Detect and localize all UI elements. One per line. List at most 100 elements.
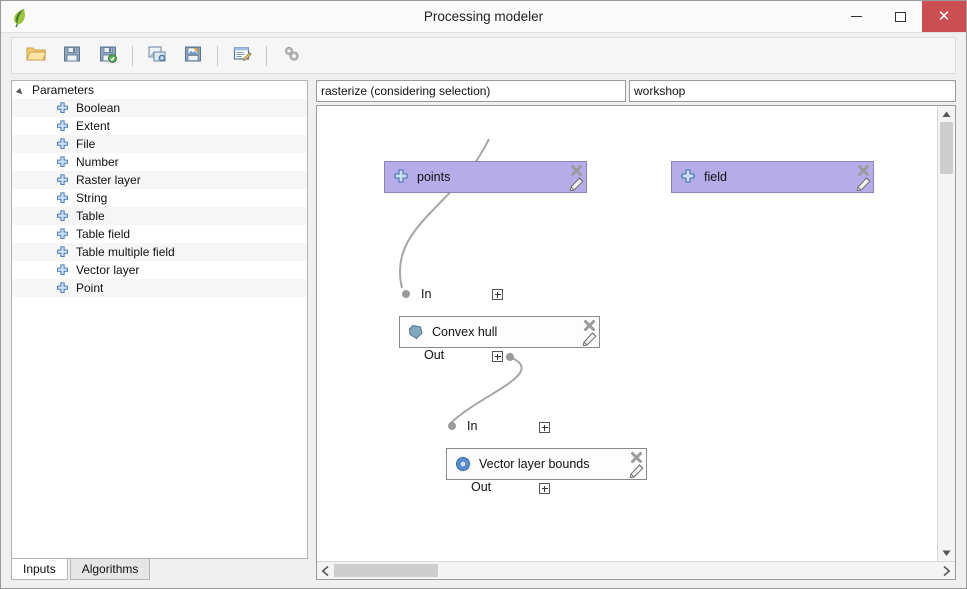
tab-inputs[interactable]: Inputs	[11, 559, 68, 580]
bounds-in-expand-button[interactable]	[539, 422, 550, 433]
tree-item-boolean[interactable]: Boolean	[12, 99, 307, 117]
remove-icon[interactable]	[857, 164, 870, 177]
remove-icon[interactable]	[570, 164, 583, 177]
folder-open-icon	[26, 45, 47, 66]
model-node-field[interactable]: field	[671, 161, 874, 193]
edit-pencil-icon[interactable]	[856, 177, 871, 191]
bounds-out-label: Out	[471, 480, 492, 494]
save-model-button[interactable]	[56, 41, 88, 71]
tree-item-string[interactable]: String	[12, 189, 307, 207]
minimize-button[interactable]	[834, 1, 878, 32]
scroll-down-button[interactable]	[938, 545, 955, 561]
model-group-input[interactable]	[629, 80, 956, 102]
tree-item-table-multiple-field[interactable]: Table multiple field	[12, 243, 307, 261]
model-node-label: Vector layer bounds	[479, 457, 590, 471]
tree-item-vector-layer[interactable]: Vector layer	[12, 261, 307, 279]
edit-help-icon	[233, 45, 252, 66]
close-icon: ✕	[937, 7, 951, 25]
model-canvas-container: points	[316, 105, 956, 580]
edit-pencil-icon[interactable]	[569, 177, 584, 191]
node-tools	[575, 317, 599, 347]
remove-icon[interactable]	[630, 451, 643, 464]
plus-icon	[56, 137, 69, 151]
tree-item-label: Boolean	[76, 101, 121, 115]
run-model-button[interactable]	[275, 41, 307, 71]
export-pdf-button[interactable]	[177, 41, 209, 71]
tree-item-label: Number	[76, 155, 119, 169]
connector-endpoint	[448, 422, 456, 430]
vertical-scroll-thumb[interactable]	[940, 122, 953, 174]
edit-pencil-icon[interactable]	[582, 332, 597, 346]
save-model-as-button[interactable]	[92, 41, 124, 71]
tree-item-table-field[interactable]: Table field	[12, 225, 307, 243]
canvas-row: points	[317, 106, 955, 561]
toolbar-separator	[132, 45, 133, 66]
tree-item-raster-layer[interactable]: Raster layer	[12, 171, 307, 189]
tree-item-label: String	[76, 191, 108, 205]
model-node-vector-layer-bounds[interactable]: Vector layer bounds	[446, 448, 647, 480]
close-button[interactable]: ✕	[922, 1, 966, 32]
maximize-button[interactable]	[878, 1, 922, 32]
model-canvas[interactable]: points	[317, 106, 937, 561]
window-controls: ✕	[834, 1, 966, 32]
export-image-button[interactable]	[141, 41, 173, 71]
tree-item-file[interactable]: File	[12, 135, 307, 153]
model-node-convex-hull[interactable]: Convex hull	[399, 316, 600, 348]
scroll-right-button[interactable]	[938, 562, 955, 579]
tree-root-parameters[interactable]: Parameters	[12, 81, 307, 99]
export-image-icon	[148, 45, 167, 66]
open-model-button[interactable]	[20, 41, 52, 71]
tree-item-point[interactable]: Point	[12, 279, 307, 297]
plus-icon	[56, 209, 69, 223]
tab-algorithms-label: Algorithms	[81, 562, 139, 576]
convexhull-in-expand-button[interactable]	[492, 289, 503, 300]
panel-tabs: Inputs Algorithms	[11, 558, 308, 580]
plus-icon	[56, 155, 69, 169]
plus-icon	[56, 101, 69, 115]
model-name-fields	[316, 80, 956, 102]
qgis-leaf-icon	[9, 6, 31, 28]
tree-item-label: Point	[76, 281, 104, 295]
canvas-horizontal-scrollbar[interactable]	[317, 561, 955, 579]
edit-pencil-icon[interactable]	[629, 464, 644, 478]
tab-algorithms[interactable]: Algorithms	[69, 559, 151, 580]
tree-item-label: Vector layer	[76, 263, 140, 277]
model-node-label: points	[417, 170, 451, 184]
tree-item-extent[interactable]: Extent	[12, 117, 307, 135]
scroll-left-button[interactable]	[317, 562, 334, 579]
plus-icon	[393, 169, 409, 185]
remove-icon[interactable]	[583, 319, 596, 332]
model-node-points[interactable]: points	[384, 161, 587, 193]
model-node-label: field	[704, 170, 727, 184]
title-bar: Processing modeler ✕	[1, 1, 966, 33]
tree-item-label: Table	[76, 209, 105, 223]
model-node-label: Convex hull	[432, 325, 498, 339]
plus-icon	[56, 191, 69, 205]
tree-item-label: Table field	[76, 227, 131, 241]
convexhull-out-label: Out	[424, 348, 445, 362]
main-toolbar	[11, 37, 956, 74]
tree-item-label: Extent	[76, 119, 111, 133]
plus-icon	[56, 281, 69, 295]
model-name-input[interactable]	[316, 80, 626, 102]
connector-convexhull-to-bounds	[449, 357, 523, 425]
tree-item-number[interactable]: Number	[12, 153, 307, 171]
bounds-out-expand-button[interactable]	[539, 483, 550, 494]
tree-root-label: Parameters	[32, 83, 95, 97]
export-pdf-icon	[184, 45, 202, 66]
plus-icon	[56, 263, 69, 277]
tree-item-table[interactable]: Table	[12, 207, 307, 225]
node-tools	[849, 162, 873, 192]
convexhull-out-expand-button[interactable]	[492, 351, 503, 362]
tree-item-label: Table multiple field	[76, 245, 175, 259]
scroll-up-button[interactable]	[938, 106, 955, 122]
canvas-vertical-scrollbar[interactable]	[937, 106, 955, 561]
chevron-expanded-icon[interactable]	[18, 86, 27, 95]
edit-help-button[interactable]	[226, 41, 258, 71]
minimize-icon	[850, 16, 862, 17]
horizontal-scroll-thumb[interactable]	[334, 564, 438, 577]
